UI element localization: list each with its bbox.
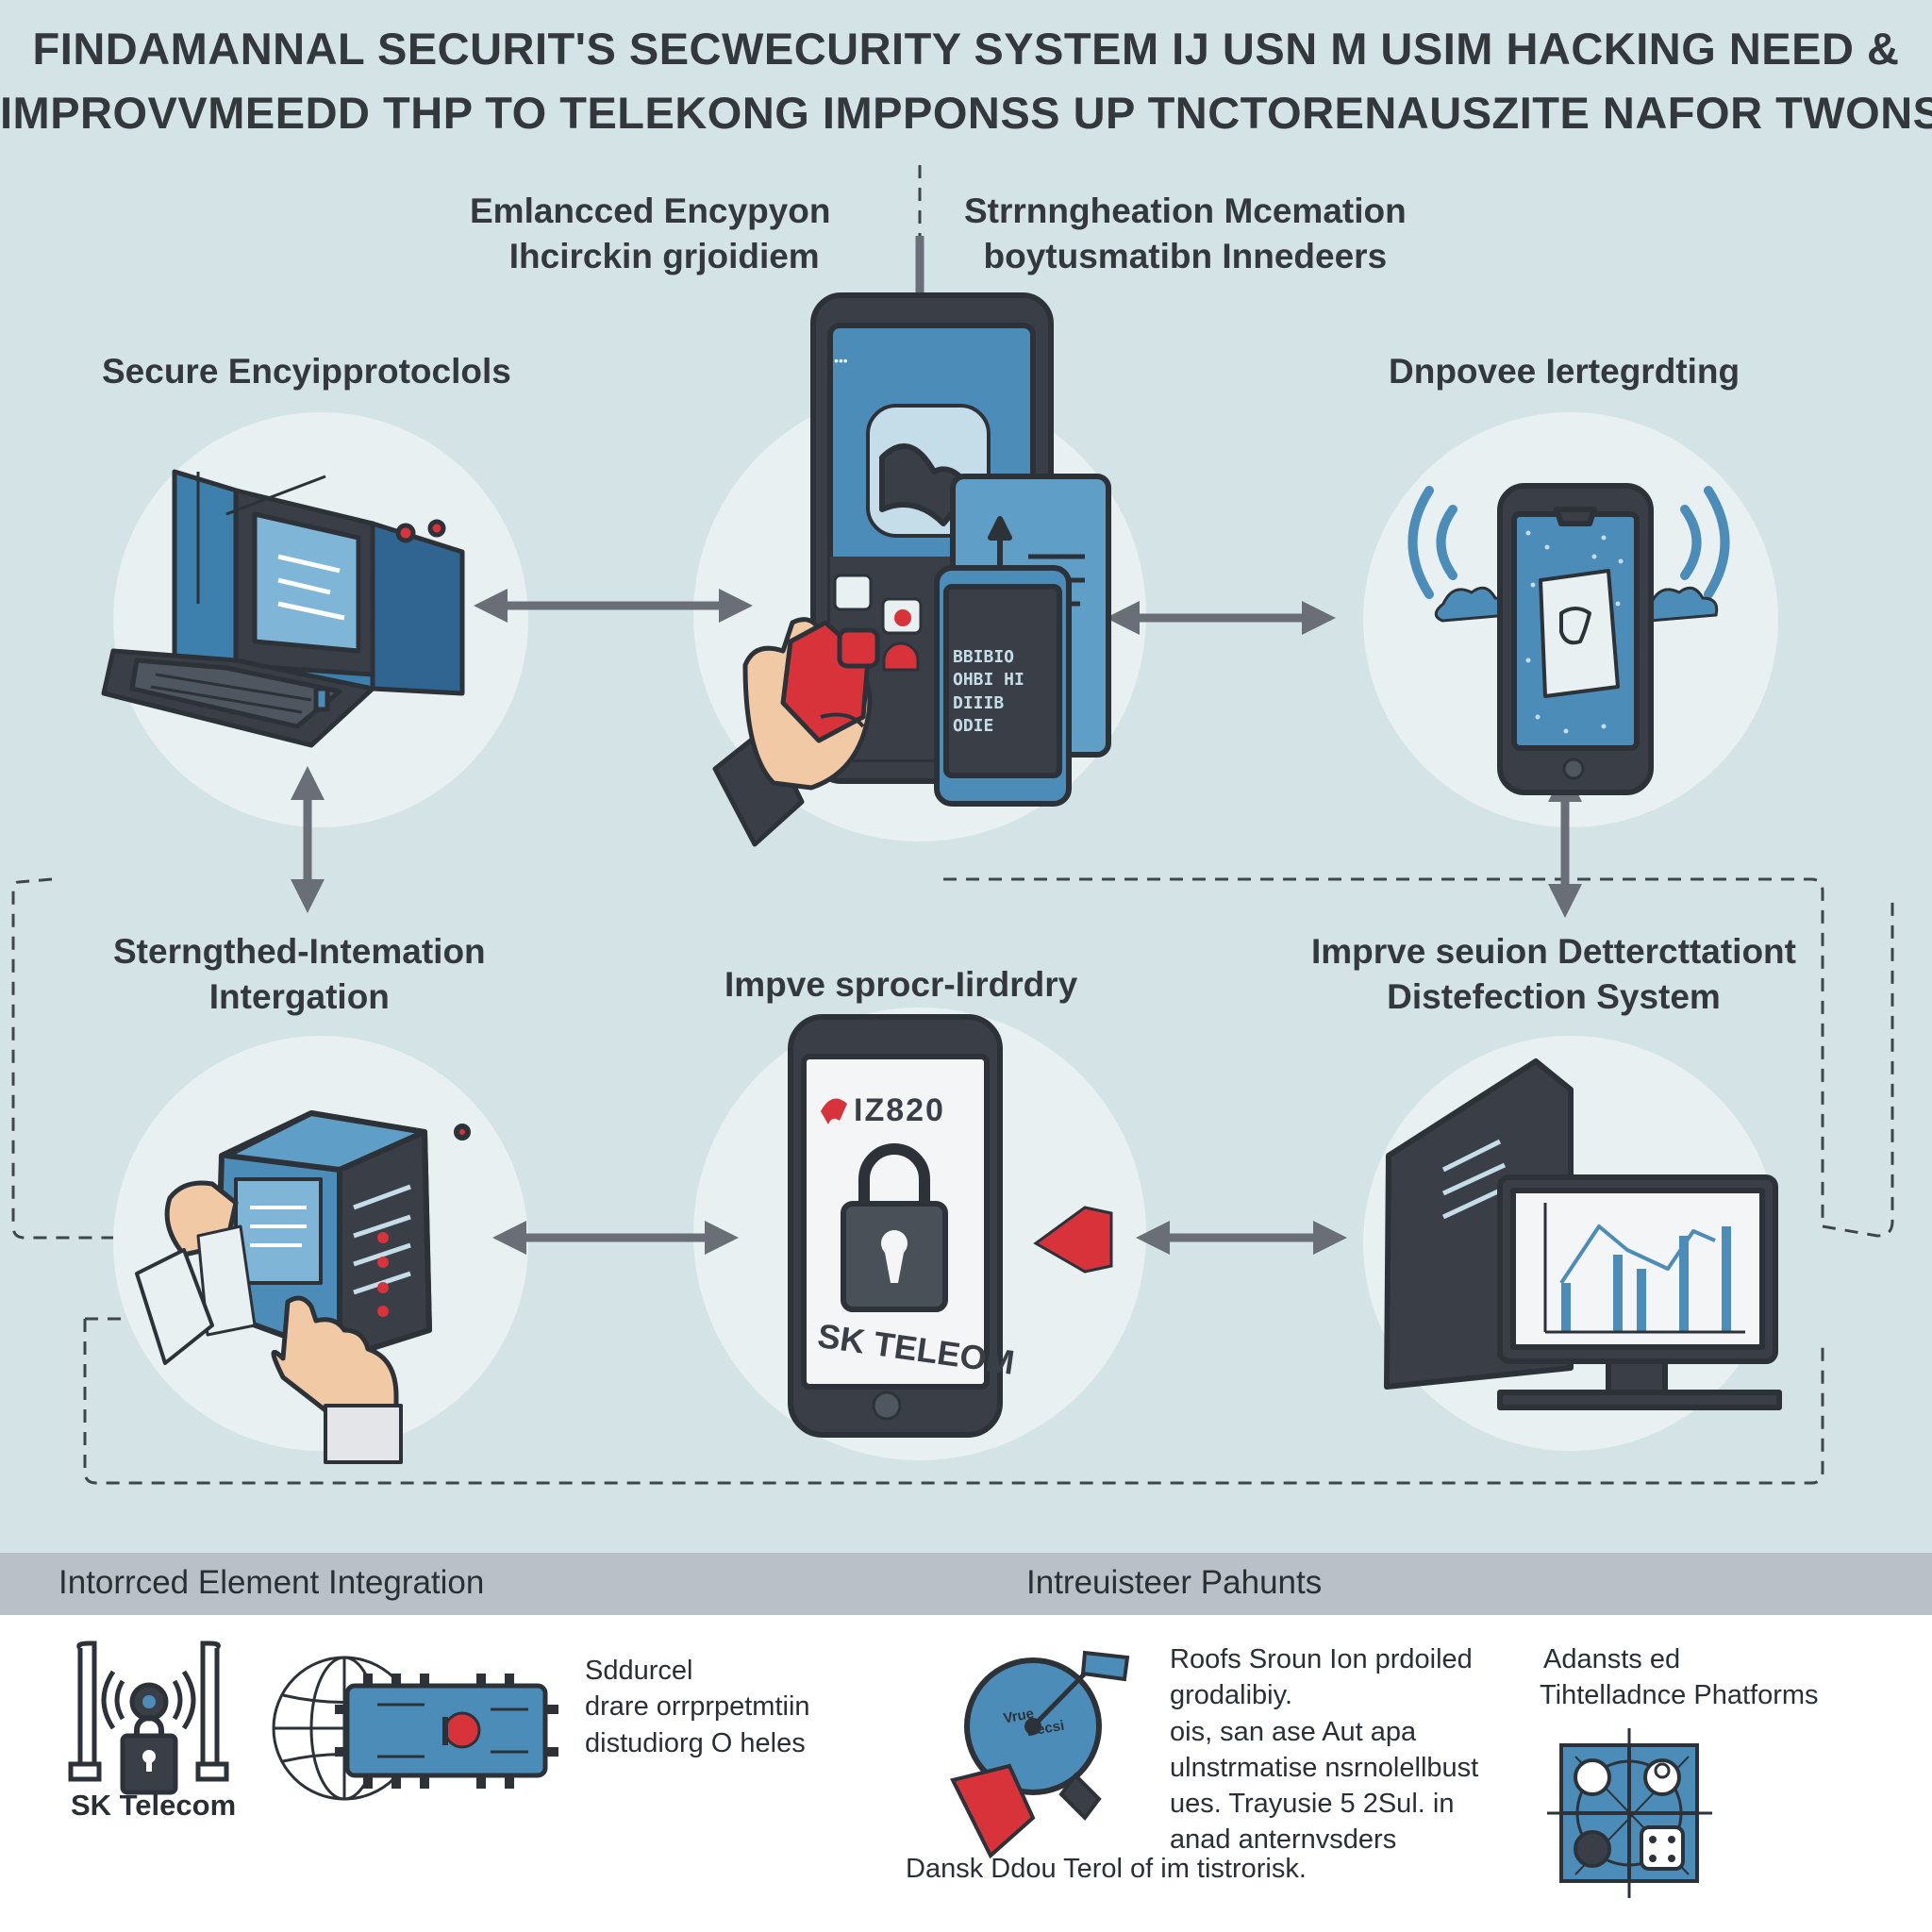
node-left-bottom-line-1: Sterngthed-Intemation <box>113 932 486 971</box>
bottom-col-3-text: Roofs Sroun Ion prdoiled grodalibiy. ois… <box>1170 1641 1478 1858</box>
sk-telecom-logo-label: SK Telecom <box>71 1789 237 1822</box>
bottom-col-2-text: Sddurcel drare orrprpetmtiin distudiorg … <box>585 1653 810 1761</box>
node-top-right-caption-line-1: Strrnngheation Mcemation <box>964 192 1407 230</box>
node-left-top-line-1: Secure Encyipprotoclols <box>102 352 511 391</box>
server-box-icon <box>214 1110 471 1361</box>
bottom-footer-text: Dansk Ddou Terol of im tistrorisk. <box>906 1854 1307 1884</box>
node-right-top-label: Dnpovee Iertegrdting <box>1389 349 1740 394</box>
tablet-status-text: ••• <box>834 353 848 368</box>
card-text-line-1: BBIBIO <box>953 647 1015 667</box>
node-left-bottom-line-2: Intergation <box>208 977 390 1017</box>
col3-line-5: ues. Trayusie 5 2Sul. in <box>1170 1789 1455 1820</box>
node-top-right-caption-line-2: boytusmatibn Innedeers <box>983 237 1388 276</box>
node-center-bottom-label: Impve sprocr-Iirdrdry <box>724 962 1077 1008</box>
card-screen-text: BBIBIO OHBI HI DIIIB ODIE <box>953 646 1038 738</box>
node-right-bottom-line-1: Imprve seuion Dettercttationt <box>1311 932 1796 971</box>
col3-line-1: Roofs Sroun Ion prdoiled <box>1170 1644 1473 1674</box>
band-right-label: Intreuisteer Pahunts <box>1026 1564 1323 1601</box>
node-right-top-line-1: Dnpovee Iertegrdting <box>1389 352 1740 391</box>
node-right-bottom-line-2: Distefection System <box>1387 977 1721 1017</box>
red-arrow-icon <box>1033 1206 1113 1274</box>
band-left-label: Intorrced Element Integration <box>58 1564 485 1601</box>
col3-line-4: ulnstrmatise nsrnolellbust <box>1170 1752 1479 1783</box>
lock-icon <box>841 1143 948 1312</box>
wifi-signal-icon <box>1407 486 1730 599</box>
node-right-bottom-label: Imprve seuion Dettercttationt Distefecti… <box>1311 929 1796 1020</box>
laptop-icon <box>101 469 465 748</box>
node-left-bottom-label: Sterngthed-Intemation Intergation <box>113 929 486 1020</box>
cloud-icon <box>1434 586 1719 623</box>
radar-dial-icon <box>950 1650 1130 1859</box>
smartphone-icon <box>1497 483 1654 795</box>
col4-line-1: Adansts ed <box>1543 1644 1681 1674</box>
col2-line-2: drare orrprpetmtiin <box>585 1691 810 1723</box>
node-top-right-caption: Strrnngheation Mcemation boytusmatibn In… <box>964 189 1407 279</box>
col2-line-1: Sddurcel <box>585 1656 693 1686</box>
node-top-center-line-1: Emlancced Encypyon <box>470 192 831 230</box>
signal-tower-icon <box>68 1641 229 1795</box>
node-left-top-label: Secure Encyipprotoclols <box>102 349 511 394</box>
col3-line-3: ois, san ase Aut apa <box>1170 1716 1417 1747</box>
card-text-line-2: OHBI HI <box>953 670 1024 691</box>
hand-icon <box>712 617 880 847</box>
bottom-icons <box>68 1641 1712 1898</box>
monitor-chart-icon <box>1384 1058 1782 1410</box>
node-top-center-line-2: Ihcirckin grjoidiem <box>508 237 820 276</box>
col4-line-2: Tihtelladnce Phatforms <box>1540 1680 1819 1711</box>
col3-line-2: grodalibiy. <box>1170 1680 1293 1711</box>
col2-line-3: distudiorg O heles <box>585 1727 806 1758</box>
card-text-line-4: ODIE <box>953 715 994 736</box>
node-top-center-label: Emlancced Encypyon Ihcirckin grjoidiem <box>470 189 830 279</box>
diagram-canvas <box>11 165 1894 1485</box>
col3-line-6: anad anternvsders <box>1170 1824 1397 1856</box>
phone-header-text: IZ820 <box>854 1092 945 1128</box>
node-center-bottom-line-1: Impve sprocr-Iirdrdry <box>724 965 1078 1004</box>
bottom-col-4-text: Adansts ed Tihtelladnce Phatforms <box>1540 1641 1819 1714</box>
section-band <box>0 1553 1932 1615</box>
card-text-line-3: DIIIB <box>953 692 1005 713</box>
tablet-icon <box>810 292 1111 807</box>
hand-icon-left <box>135 1180 403 1464</box>
connector-arrows <box>291 236 1582 1255</box>
title-line-1: FINDAMANNAL SECURIT'S SECWECURITY SYSTEM… <box>32 24 1900 74</box>
title-line-2: IMPROVVMEEDD THP TO TELEKONG IMPPONSS UP… <box>0 88 1932 138</box>
network-grid-icon <box>1547 1728 1712 1898</box>
globe-circuit-icon <box>272 1656 558 1801</box>
